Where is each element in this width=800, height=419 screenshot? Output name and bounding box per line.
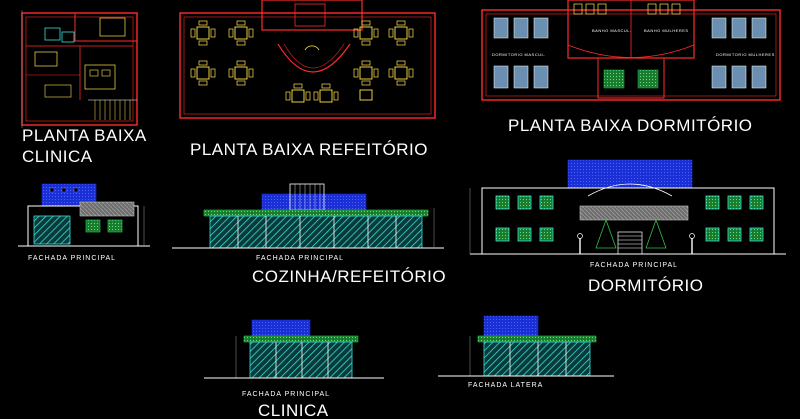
room-label-wc-masc: BANHO MASCUL. — [592, 28, 632, 33]
title-planta-dormitorio: PLANTA BAIXA DORMITÓRIO — [508, 116, 753, 135]
clinic-side-facade — [438, 315, 614, 377]
dormitorio-front-facade — [469, 159, 786, 255]
caption-fachada-dormitorio: FACHADA PRINCIPAL — [590, 262, 679, 269]
caption-fachada-cozinha: FACHADA PRINCIPAL — [256, 255, 345, 262]
title-planta-clinica-line2: CLINICA — [22, 147, 93, 166]
clinic-floor-plan — [21, 10, 138, 128]
caption-fachada-lateral: FACHADA LATERA — [468, 382, 544, 389]
dorm-beds-left — [493, 17, 549, 89]
dining-tables — [196, 26, 408, 103]
room-label-dorm-fem: DORMITORIO MULHERES — [716, 52, 775, 57]
clinic-front-facade — [18, 183, 150, 247]
title-planta-clinica-line1: PLANTA BAIXA — [22, 126, 147, 145]
title-planta-refeitorio: PLANTA BAIXA REFEITÓRIO — [190, 140, 428, 159]
caption-fachada-clinica-bottom: FACHADA PRINCIPAL — [242, 391, 331, 398]
clinic-front-facade-bottom — [204, 319, 384, 379]
dormitorio-floor-plan — [481, 0, 781, 101]
dorm-facade-windows — [495, 195, 764, 242]
title-clinica-bottom: CLINICA — [258, 401, 329, 419]
refeitorio-floor-plan — [179, 0, 436, 119]
title-dormitorio: DORMITÓRIO — [588, 276, 704, 295]
room-label-dorm-masc: DORMITORIO MASCUL. — [492, 52, 546, 57]
title-cozinha-refeitorio: COZINHA/REFEITÓRIO — [252, 267, 447, 286]
dorm-beds-right — [711, 17, 767, 89]
room-label-wc-fem: BANHO MULHERES — [644, 28, 689, 33]
caption-fachada-clinica-top: FACHADA PRINCIPAL — [28, 255, 117, 262]
cozinha-front-facade — [172, 183, 444, 249]
